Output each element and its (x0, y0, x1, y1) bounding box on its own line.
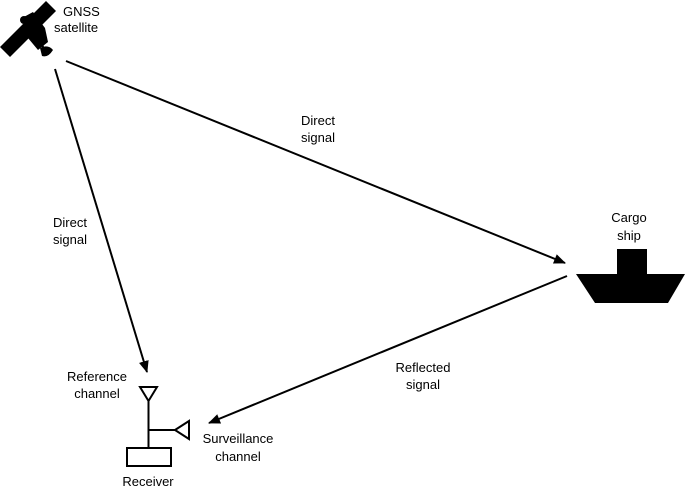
satellite-label-line1: GNSS (63, 4, 100, 19)
ship-label-line1: Cargo (611, 210, 646, 225)
direct-signal-ship-arrow (65, 60, 566, 264)
direct-signal-reference-label-line1: Direct (53, 215, 87, 230)
reference-channel-label-line1: Reference (67, 369, 127, 384)
surveillance-antenna-icon (148, 419, 190, 441)
receiver-label: Receiver (122, 474, 174, 489)
direct-signal-ship-label-line1: Direct (301, 113, 335, 128)
receiver-box-icon (126, 447, 172, 467)
ship-icon (576, 249, 685, 303)
reflected-signal-label-line2: signal (406, 377, 440, 392)
satellite-label-line2: satellite (54, 20, 98, 35)
surveillance-channel-label-line2: channel (215, 449, 261, 464)
satellite-icon (0, 1, 56, 57)
direct-signal-reference-arrow (54, 68, 149, 373)
reflected-signal-arrow (208, 275, 568, 424)
ship-label-line2: ship (617, 228, 641, 243)
direct-signal-reference-label-line2: signal (53, 232, 87, 247)
reflected-signal-label-line1: Reflected (396, 360, 451, 375)
reference-antenna-icon (138, 386, 159, 448)
reference-channel-label-line2: channel (74, 386, 120, 401)
surveillance-channel-label-line1: Surveillance (203, 431, 274, 446)
direct-signal-ship-label-line2: signal (301, 130, 335, 145)
